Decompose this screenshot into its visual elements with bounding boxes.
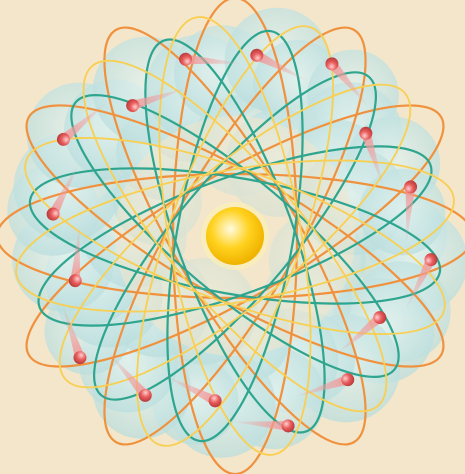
nucleus	[201, 202, 269, 270]
